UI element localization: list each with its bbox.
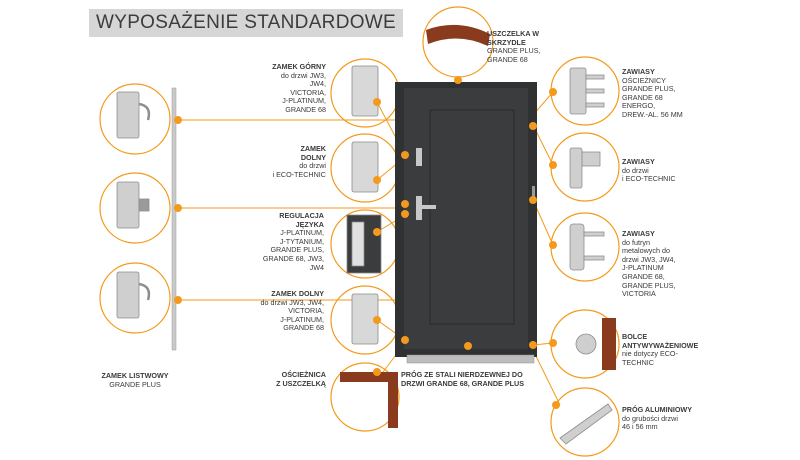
callout-dot bbox=[529, 122, 537, 130]
connector-line bbox=[532, 349, 561, 406]
callout-dot bbox=[401, 200, 409, 208]
heading: REGULACJA JĘZYKA bbox=[279, 211, 324, 229]
label-zawiasy-2: ZAWIASY do drzwi i ECO-TECHNIC bbox=[622, 157, 712, 184]
heading: OŚCIEŻNICA Z USZCZELKĄ bbox=[276, 370, 326, 388]
heading: ZAMEK LISTWOWY bbox=[101, 371, 169, 380]
callout-dot bbox=[373, 176, 381, 184]
heading: ZAWIASY bbox=[622, 229, 655, 238]
callout-dot bbox=[464, 342, 472, 350]
latch-icon bbox=[138, 198, 150, 212]
label-zamek-dolny-eco: ZAMEK DOLNY do drzwi i ECO-TECHNIC bbox=[246, 144, 326, 179]
lock-top-icon bbox=[116, 91, 140, 139]
callout-dot bbox=[549, 161, 557, 169]
door-escutcheon-upper bbox=[416, 148, 422, 166]
aluminium-threshold-icon bbox=[559, 403, 613, 445]
hinge-pin-icon bbox=[585, 102, 605, 108]
callout-dot bbox=[401, 210, 409, 218]
callout-dot bbox=[552, 401, 560, 409]
label-zawiasy-3: ZAWIASY do futryn metalowych do drzwi JW… bbox=[622, 229, 712, 299]
door-panel bbox=[429, 109, 515, 325]
hinge-2-icon bbox=[569, 147, 583, 189]
bolt-frame-icon bbox=[602, 318, 616, 370]
callout-dot bbox=[549, 339, 557, 347]
heading: ZAWIASY bbox=[622, 67, 655, 76]
heading: ZAMEK DOLNY bbox=[271, 289, 324, 298]
callout-circle-oscieznica bbox=[330, 362, 400, 432]
heading: ZAMEK GÓRNY bbox=[272, 62, 326, 71]
lock-middle-icon bbox=[116, 181, 140, 229]
callout-dot bbox=[373, 98, 381, 106]
door-handle bbox=[416, 205, 436, 209]
label-regulacja: REGULACJA JĘZYKA J-PLATINUM, J-TYTANIUM,… bbox=[246, 211, 324, 272]
callout-dot bbox=[401, 151, 409, 159]
label-prog-aluminiowy: PRÓG ALUMINIOWY do grubości drzwi 46 i 5… bbox=[622, 405, 722, 432]
hook-icon bbox=[138, 102, 151, 121]
label-zamek-dolny-jw: ZAMEK DOLNY do drzwi JW3, JW4, VICTORIA,… bbox=[236, 289, 324, 333]
callout-dot bbox=[373, 228, 381, 236]
callout-dot bbox=[549, 241, 557, 249]
heading: BOLCE ANTYWYWAŻENIOWE bbox=[622, 332, 699, 350]
hinge-3-icon bbox=[569, 223, 585, 271]
hinge-1-icon bbox=[569, 67, 587, 115]
label-zawiasy-1: ZAWIASY OŚCIEŻNICY GRANDE PLUS, GRANDE 6… bbox=[622, 67, 722, 120]
title-banner: WYPOSAŻENIE STANDARDOWE bbox=[89, 9, 403, 37]
callout-dot bbox=[373, 368, 381, 376]
label-zamek-listwowy: ZAMEK LISTWOWY GRANDE PLUS bbox=[85, 371, 185, 389]
hinge-pin-icon bbox=[583, 255, 605, 261]
callout-dot bbox=[174, 296, 182, 304]
frame-wood-icon bbox=[340, 372, 398, 428]
hinge-pin-icon bbox=[585, 74, 605, 80]
latch-plate-icon bbox=[351, 221, 365, 267]
callout-dot bbox=[454, 76, 462, 84]
heading: PRÓG ALUMINIOWY bbox=[622, 405, 693, 414]
hinge-plate-icon bbox=[581, 151, 601, 167]
callout-circle-zawiasy-2 bbox=[550, 132, 620, 202]
lower-lock-icon bbox=[351, 141, 379, 193]
callout-dot bbox=[401, 336, 409, 344]
label-uszczelka: USZCZELKA W SKRZYDLE GRANDE PLUS, GRANDE… bbox=[487, 29, 567, 64]
label-oscieznica: OŚCIEŻNICA Z USZCZELKĄ bbox=[246, 370, 326, 388]
hinge-pin-icon bbox=[583, 231, 605, 237]
hinge-pin-icon bbox=[585, 88, 605, 94]
steel-threshold-icon bbox=[406, 354, 535, 364]
upper-lock-icon bbox=[351, 65, 379, 117]
door-hinge-mark bbox=[532, 186, 535, 200]
callout-dot bbox=[529, 196, 537, 204]
door-leaf bbox=[404, 88, 528, 349]
callout-circle-zawiasy-3 bbox=[550, 212, 620, 282]
lock-bottom-icon bbox=[116, 271, 140, 319]
lock-strip bbox=[171, 87, 177, 351]
label-bolce: BOLCE ANTYWYWAŻENIOWE nie dotyczy ECO- T… bbox=[622, 332, 722, 367]
callout-dot bbox=[373, 316, 381, 324]
callout-circle-lock-bottom bbox=[99, 262, 171, 334]
hook-icon bbox=[138, 282, 151, 301]
callout-dot bbox=[174, 204, 182, 212]
callout-dot bbox=[549, 88, 557, 96]
callout-dot bbox=[174, 116, 182, 124]
callout-circle-prog bbox=[550, 387, 620, 457]
heading: ZAWIASY bbox=[622, 157, 655, 166]
callout-circle-lock-top bbox=[99, 83, 171, 155]
callout-dot bbox=[529, 341, 537, 349]
heading: USZCZELKA W SKRZYDLE bbox=[487, 29, 540, 47]
gasket-icon bbox=[426, 24, 490, 46]
callout-circle-lock-middle bbox=[99, 172, 171, 244]
page-title: WYPOSAŻENIE STANDARDOWE bbox=[95, 12, 397, 33]
label-prog-stal: PRÓG ZE STALI NIERDZEWNEJ DO DRZWI GRAND… bbox=[401, 370, 541, 388]
heading: PRÓG ZE STALI NIERDZEWNEJ DO DRZWI GRAND… bbox=[401, 370, 524, 388]
heading: ZAMEK DOLNY bbox=[300, 144, 326, 162]
anti-burglary-bolt-icon bbox=[575, 333, 597, 355]
label-zamek-gorny: ZAMEK GÓRNY do drzwi JW3, JW4, VICTORIA,… bbox=[246, 62, 326, 115]
